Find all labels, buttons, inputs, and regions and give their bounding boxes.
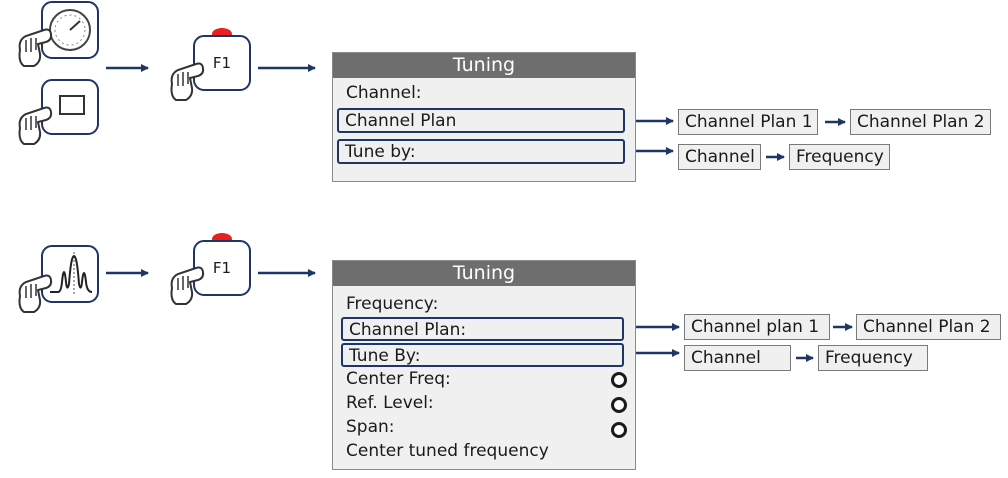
panel-title: Tuning (333, 261, 635, 286)
option-channel-plan-1-bottom[interactable]: Channel plan 1 (684, 314, 830, 340)
spectrum-icon (14, 244, 104, 318)
option-channel-plan-2-top[interactable]: Channel Plan 2 (850, 109, 991, 135)
menu-item-tune-by[interactable]: Tune by: (337, 139, 625, 164)
knob-icon (611, 422, 627, 438)
tuning-panel-top: Tuning Channel: Channel Plan Tune by: (332, 52, 636, 182)
menu-item-channel-plan[interactable]: Channel Plan (337, 108, 625, 133)
menu-item-channel[interactable]: Channel: (346, 83, 422, 103)
option-frequency-bottom[interactable]: Frequency (818, 345, 928, 371)
menu-item-center-freq[interactable]: Center Freq: (346, 369, 451, 389)
menu-item-tune-by[interactable]: Tune By: (341, 343, 624, 367)
svg-text:F1: F1 (213, 54, 231, 72)
option-frequency-top[interactable]: Frequency (789, 144, 890, 170)
knob-icon (611, 372, 627, 388)
option-channel-top[interactable]: Channel (678, 144, 761, 170)
option-channel-bottom[interactable]: Channel (684, 345, 791, 371)
tuning-panel-bottom: Tuning Frequency: Channel Plan: Tune By:… (332, 260, 636, 470)
f1-key-icon: F1 (168, 22, 258, 112)
menu-item-frequency[interactable]: Frequency: (346, 294, 439, 314)
option-channel-plan-2-bottom[interactable]: Channel Plan 2 (856, 314, 1001, 340)
option-channel-plan-1-top[interactable]: Channel Plan 1 (678, 109, 818, 135)
menu-item-span[interactable]: Span: (346, 417, 395, 437)
gauge-icon (14, 0, 104, 72)
menu-item-ref-level[interactable]: Ref. Level: (346, 393, 434, 413)
knob-icon (611, 397, 627, 413)
panel-title: Tuning (333, 53, 635, 78)
menu-item-channel-plan[interactable]: Channel Plan: (341, 317, 624, 341)
f1-key-icon: F1 (168, 226, 258, 316)
menu-item-center-tuned-frequency[interactable]: Center tuned frequency (346, 441, 549, 461)
svg-text:F1: F1 (213, 259, 231, 277)
display-icon (14, 78, 104, 150)
